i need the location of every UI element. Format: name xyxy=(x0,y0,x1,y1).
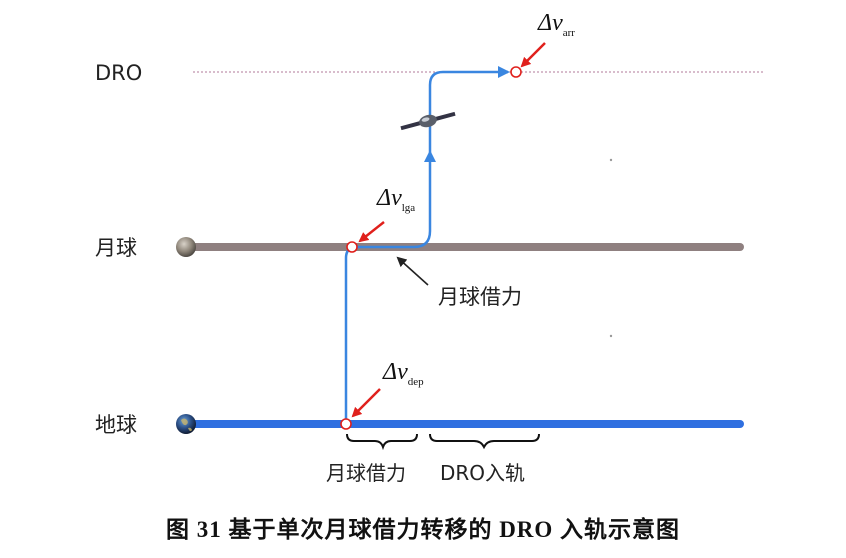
brace-lunar-flyby xyxy=(346,433,418,451)
spacecraft-icon xyxy=(400,111,456,131)
lunar-flyby-label: 月球借力 xyxy=(438,285,522,309)
transfer-diagram: DRO 月球 地球 Δvarr Δvlga Δvdep 月球借力 月球借力 DR… xyxy=(95,10,765,485)
faint-dot xyxy=(609,334,613,338)
figure-caption: 图 31 基于单次月球借力转移的 DRO 入轨示意图 xyxy=(165,517,681,542)
trajectory-arrowhead xyxy=(424,150,436,162)
brace-dro-insertion xyxy=(429,433,540,450)
trajectory-arrowhead xyxy=(498,66,510,78)
maneuver-arrow-dep xyxy=(351,388,381,418)
maneuver-arrow-lga xyxy=(358,221,385,243)
moon-label: 月球 xyxy=(95,236,137,260)
segment-lunar-flyby-label: 月球借力 xyxy=(326,461,406,485)
earth-label: 地球 xyxy=(95,413,137,437)
dro-label: DRO xyxy=(95,61,142,85)
moon-icon xyxy=(176,237,196,257)
faint-dot xyxy=(609,158,613,162)
segment-dro-insertion-label: DRO入轨 xyxy=(440,461,525,485)
delta-v-lga-label: Δvlga xyxy=(376,185,415,214)
maneuver-point-arr xyxy=(510,66,522,78)
lunar-flyby-pointer-arrow xyxy=(396,256,429,286)
maneuver-point-dep xyxy=(340,418,352,430)
delta-v-arr-label: Δvarr xyxy=(537,10,575,39)
maneuver-arrow-arr xyxy=(520,42,546,68)
delta-v-dep-label: Δvdep xyxy=(382,359,424,388)
maneuver-point-lga xyxy=(346,241,358,253)
earth-icon xyxy=(176,414,196,434)
